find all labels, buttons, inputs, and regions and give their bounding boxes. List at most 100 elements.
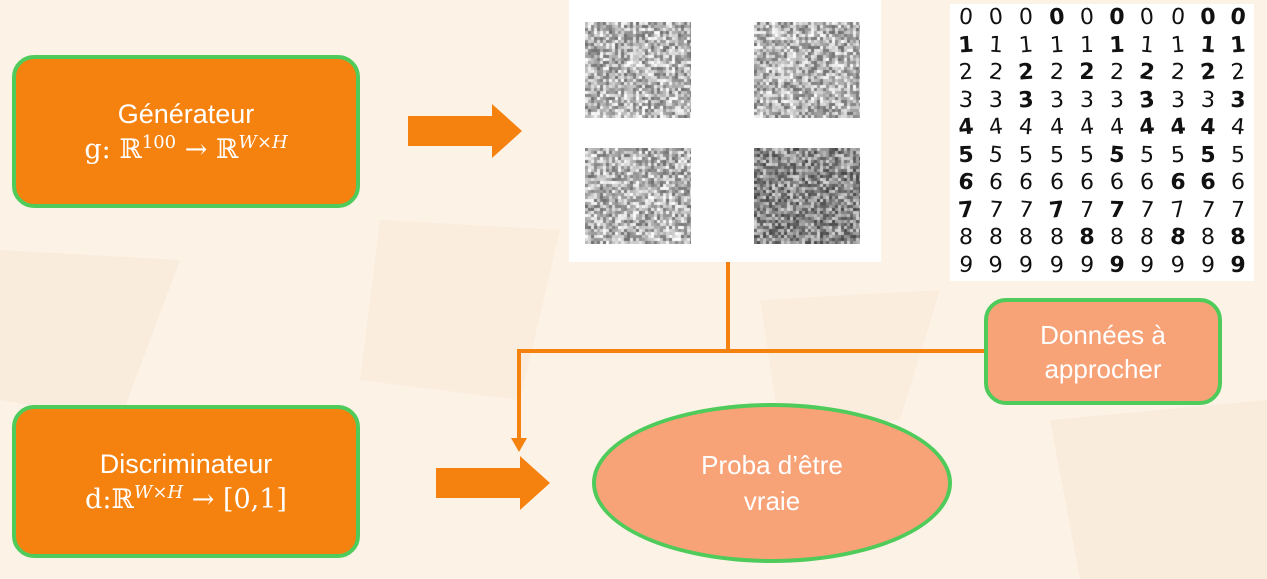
digit-sample: 7	[981, 195, 1011, 224]
mnist-digits-grid: 0000000000111111111122222222223333333333…	[950, 4, 1254, 281]
digit-sample: 3	[1011, 85, 1041, 114]
digit-sample: 6	[950, 167, 981, 197]
digit-sample: 3	[1042, 86, 1072, 115]
digit-sample: 0	[1041, 3, 1072, 33]
digit-sample: 8	[1072, 223, 1101, 251]
discriminator-box: Discriminateur d:ℝW×H → [0,1]	[12, 405, 360, 558]
digit-sample: 7	[951, 195, 981, 224]
digit-sample: 6	[1224, 169, 1252, 196]
discriminator-formula: d:ℝW×H → [0,1]	[85, 482, 287, 518]
digit-sample: 9	[1102, 251, 1132, 280]
digit-row: 6666666666	[952, 169, 1252, 196]
digit-sample: 2	[981, 58, 1012, 88]
data-label-line2: approcher	[1044, 352, 1161, 386]
digit-sample: 6	[1011, 168, 1041, 197]
digit-sample: 1	[1102, 31, 1131, 59]
digit-sample: 3	[1224, 86, 1252, 113]
digit-sample: 4	[1071, 112, 1102, 142]
digit-sample: 2	[1011, 58, 1041, 87]
digit-sample: 6	[1073, 169, 1102, 197]
digit-sample: 4	[1193, 113, 1222, 141]
digit-sample: 5	[1194, 141, 1222, 168]
discriminator-title: Discriminateur	[100, 446, 273, 482]
digit-sample: 3	[1163, 86, 1191, 113]
digit-sample: 8	[1162, 223, 1193, 253]
generated-sample-4	[754, 148, 860, 244]
digit-sample: 3	[982, 86, 1011, 114]
digit-sample: 9	[981, 250, 1012, 280]
output-line1: Proba d’être	[701, 447, 843, 483]
digit-sample: 4	[1102, 113, 1132, 142]
digit-sample: 9	[1133, 251, 1163, 280]
digit-sample: 0	[1132, 3, 1163, 33]
digit-sample: 5	[1072, 141, 1101, 169]
data-label-line1: Données à	[1040, 318, 1166, 352]
digit-sample: 0	[1072, 3, 1102, 32]
digit-sample: 2	[1132, 58, 1163, 88]
digit-sample: 1	[951, 31, 981, 60]
digit-sample: 8	[951, 223, 980, 251]
digit-sample: 3	[1073, 86, 1101, 113]
digit-sample: 7	[1041, 195, 1072, 225]
digit-sample: 3	[1103, 86, 1132, 114]
digit-sample: 2	[1073, 59, 1101, 86]
digit-row: 2222222222	[952, 59, 1252, 86]
generator-box: Générateur g: ℝ100 → ℝW×H	[12, 55, 360, 208]
digit-sample: 3	[1193, 86, 1223, 115]
digit-sample: 0	[1162, 3, 1192, 33]
digit-sample: 9	[1224, 251, 1252, 278]
digit-sample: 1	[1223, 30, 1253, 59]
digit-sample: 6	[1193, 168, 1223, 197]
digit-sample: 9	[951, 250, 982, 280]
digit-sample: 7	[1011, 195, 1041, 225]
digit-sample: 7	[1073, 196, 1102, 224]
digit-sample: 2	[1042, 58, 1071, 86]
digit-sample: 1	[1011, 30, 1041, 59]
digit-sample: 8	[982, 224, 1011, 252]
digit-row: 3333333333	[952, 87, 1252, 114]
digit-row: 4444444444	[952, 114, 1252, 141]
digit-sample: 1	[1042, 31, 1072, 60]
digit-sample: 5	[1012, 141, 1041, 169]
digit-sample: 4	[1132, 112, 1163, 142]
generated-sample-3	[585, 148, 691, 244]
digit-sample: 1	[981, 31, 1011, 60]
digit-sample: 4	[1162, 113, 1193, 143]
digit-sample: 7	[1224, 196, 1252, 223]
digit-sample: 0	[981, 2, 1012, 32]
digit-sample: 0	[1012, 3, 1041, 31]
digit-sample: 2	[1193, 58, 1223, 87]
digit-sample: 5	[1042, 141, 1070, 168]
digit-sample: 0	[1193, 3, 1223, 32]
generated-sample-1	[585, 22, 691, 118]
output-probability-ellipse: Proba d’être vraie	[592, 403, 952, 563]
digit-sample: 6	[1102, 168, 1132, 197]
digit-sample: 7	[1103, 196, 1132, 224]
digit-sample: 5	[951, 141, 980, 169]
digit-sample: 7	[1193, 195, 1223, 224]
digit-sample: 5	[1102, 140, 1132, 170]
real-data-box: Données à approcher	[984, 298, 1222, 405]
digit-sample: 1	[1163, 30, 1193, 59]
digit-sample: 1	[1132, 30, 1162, 59]
digit-sample: 8	[1193, 223, 1223, 252]
digit-row: 1111111111	[952, 32, 1252, 59]
digit-sample: 8	[1223, 223, 1253, 252]
output-line2: vraie	[744, 483, 800, 519]
digit-sample: 6	[1132, 168, 1162, 197]
digit-sample: 6	[1042, 169, 1070, 196]
digit-sample: 2	[1223, 58, 1253, 88]
digit-sample: 9	[1193, 251, 1222, 279]
digit-sample: 8	[1103, 223, 1132, 251]
digit-sample: 6	[1163, 168, 1193, 197]
digit-sample: 9	[1012, 251, 1041, 279]
digit-sample: 0	[1223, 3, 1254, 33]
digit-row: 0000000000	[952, 4, 1252, 31]
digit-sample: 3	[951, 85, 981, 114]
digit-sample: 8	[1042, 223, 1071, 251]
digit-sample: 3	[1132, 85, 1163, 115]
generated-sample-2	[754, 22, 860, 118]
digit-sample: 7	[1132, 195, 1162, 224]
digit-sample: 4	[951, 113, 981, 143]
digit-sample: 1	[1073, 31, 1102, 59]
